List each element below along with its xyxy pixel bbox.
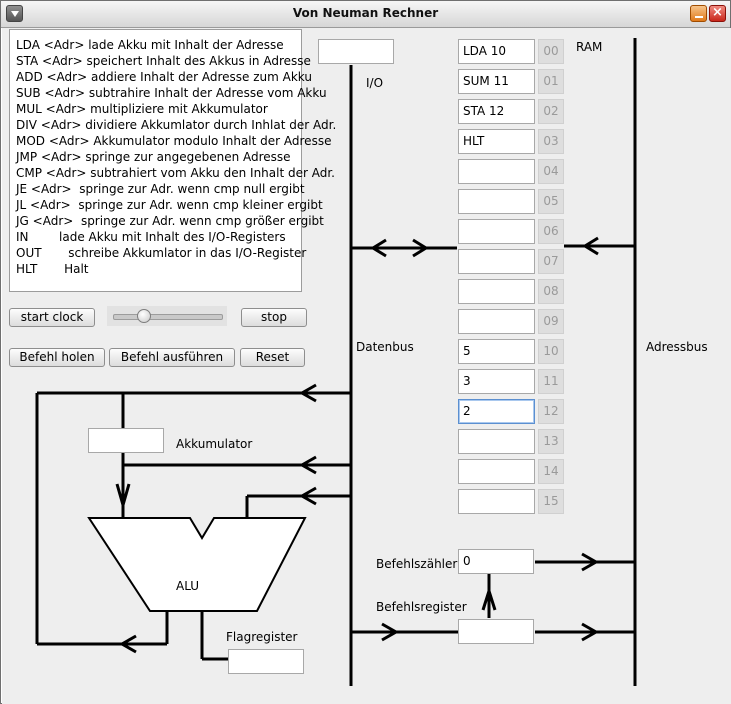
ram-cell-address: 13 — [538, 429, 564, 454]
io-label: I/O — [366, 76, 384, 90]
ram-cell-value[interactable] — [458, 159, 535, 184]
instruction-line: MOD <Adr> Akkumulator modulo Inhalt der … — [16, 134, 332, 148]
ram-cell-value[interactable]: LDA 10 — [458, 39, 535, 64]
arrow-left-icon — [298, 383, 317, 403]
flagregister-label: Flagregister — [226, 630, 298, 644]
akkumulator-field[interactable] — [88, 428, 164, 453]
start-clock-button[interactable]: start clock — [9, 308, 95, 327]
fetch-instruction-button[interactable]: Befehl holen — [9, 348, 105, 367]
ram-cell-value[interactable] — [458, 489, 535, 514]
arrow-left-icon — [582, 236, 599, 256]
arrow-up-icon — [481, 586, 497, 611]
ram-cell-address: 02 — [538, 99, 564, 124]
ram-cell-value[interactable] — [458, 279, 535, 304]
instruction-line: OUT schreibe Akkumlator in das I/O-Regis… — [16, 246, 307, 260]
ram-cell-value[interactable] — [458, 309, 535, 334]
arrow-right-icon — [412, 238, 429, 258]
instruction-line: CMP <Adr> subtrahiert vom Akku den Inhal… — [16, 166, 335, 180]
instruction-line: DIV <Adr> dividiere Akkumlator durch Inh… — [16, 118, 337, 132]
instruction-line: JMP <Adr> springe zur angegebenen Adress… — [16, 150, 291, 164]
io-register-field[interactable] — [318, 39, 394, 64]
arrow-right-icon — [381, 622, 400, 642]
instruction-line: JG <Adr> springe zur Adr. wenn cmp größe… — [16, 214, 324, 228]
flagregister-field[interactable] — [228, 649, 304, 674]
befehlsregister-field[interactable] — [458, 619, 534, 644]
ram-cell-address: 04 — [538, 159, 564, 184]
title-bar: Von Neuman Rechner × — [1, 1, 730, 28]
window-title: Von Neuman Rechner — [292, 6, 439, 20]
instruction-list: LDA <Adr> lade Akku mit Inhalt der Adres… — [9, 29, 337, 292]
execute-instruction-button[interactable]: Befehl ausführen — [109, 348, 235, 367]
alu-label: ALU — [176, 579, 200, 593]
window-menu-icon[interactable] — [6, 5, 23, 22]
ram-cell-value[interactable] — [458, 249, 535, 274]
datenbus-label: Datenbus — [356, 340, 414, 354]
clock-speed-slider-handle[interactable] — [136, 309, 151, 323]
befehlszaehler-label: Befehlszähler — [376, 557, 458, 571]
instruction-line: JE <Adr> springe zur Adr. wenn cmp null … — [16, 182, 305, 196]
close-icon[interactable]: × — [709, 5, 726, 22]
ram-cell-value[interactable]: STA 12 — [458, 99, 535, 124]
ram-cell-address: 14 — [538, 459, 564, 484]
ram-cell-address: 12 — [538, 399, 564, 424]
main-panel: LDA <Adr> lade Akku mit Inhalt der Adres… — [2, 28, 731, 704]
ram-cell-value[interactable] — [458, 219, 535, 244]
akkumulator-label: Akkumulator — [176, 437, 253, 451]
arrow-left-icon — [298, 486, 317, 506]
ram-cell-value[interactable]: 2 — [458, 399, 535, 424]
ram-cell-value[interactable]: 5 — [458, 339, 535, 364]
ram-cell-value[interactable] — [458, 429, 535, 454]
ram-label: RAM — [576, 40, 603, 54]
befehlszaehler-field[interactable]: 0 — [458, 549, 534, 574]
adressbus-label: Adressbus — [646, 340, 708, 354]
ram-cell-value[interactable] — [458, 189, 535, 214]
ram-cell-address: 10 — [538, 339, 564, 364]
instruction-line: LDA <Adr> lade Akku mit Inhalt der Adres… — [16, 38, 284, 52]
ram-cell-address: 09 — [538, 309, 564, 334]
minimize-icon[interactable] — [690, 5, 707, 22]
arrow-down-icon — [115, 483, 131, 511]
instruction-line: MUL <Adr> multipliziere mit Akkumulator — [16, 102, 268, 116]
instruction-line: HLT Halt — [16, 262, 89, 276]
befehlsregister-label: Befehlsregister — [376, 600, 467, 614]
arrow-right-icon — [581, 622, 600, 642]
ram-cell-value[interactable]: SUM 11 — [458, 69, 535, 94]
arrow-left-icon — [298, 455, 317, 475]
ram-cell-address: 07 — [538, 249, 564, 274]
alu-shape — [87, 517, 307, 612]
ram-cell-address: 06 — [538, 219, 564, 244]
ram-cell-value[interactable]: 3 — [458, 369, 535, 394]
ram-cell-address: 00 — [538, 39, 564, 64]
ram-cell-address: 05 — [538, 189, 564, 214]
instruction-line: SUB <Adr> subtrahire Inhalt der Adresse … — [16, 86, 327, 100]
arrow-left-icon — [118, 634, 137, 654]
arrow-right-icon — [581, 552, 600, 572]
instruction-line: IN lade Akku mit Inhalt des I/O-Register… — [16, 230, 286, 244]
instruction-line: JL <Adr> springe zur Adr. wenn cmp klein… — [16, 198, 323, 212]
arrow-left-icon — [370, 238, 387, 258]
ram-cell-address: 11 — [538, 369, 564, 394]
circuit-diagram — [35, 38, 637, 686]
ram-cell-value[interactable] — [458, 459, 535, 484]
ram-cell-address: 15 — [538, 489, 564, 514]
stop-button[interactable]: stop — [241, 308, 307, 327]
ram-cell-value[interactable]: HLT — [458, 129, 535, 154]
instruction-line: ADD <Adr> addiere Inhalt der Adresse zum… — [16, 70, 312, 84]
reset-button[interactable]: Reset — [240, 348, 305, 367]
ram-cell-address: 03 — [538, 129, 564, 154]
clock-speed-slider[interactable] — [113, 314, 223, 320]
instruction-line: STA <Adr> speichert Inhalt des Akkus in … — [16, 54, 311, 68]
ram-cell-address: 08 — [538, 279, 564, 304]
ram-cell-address: 01 — [538, 69, 564, 94]
